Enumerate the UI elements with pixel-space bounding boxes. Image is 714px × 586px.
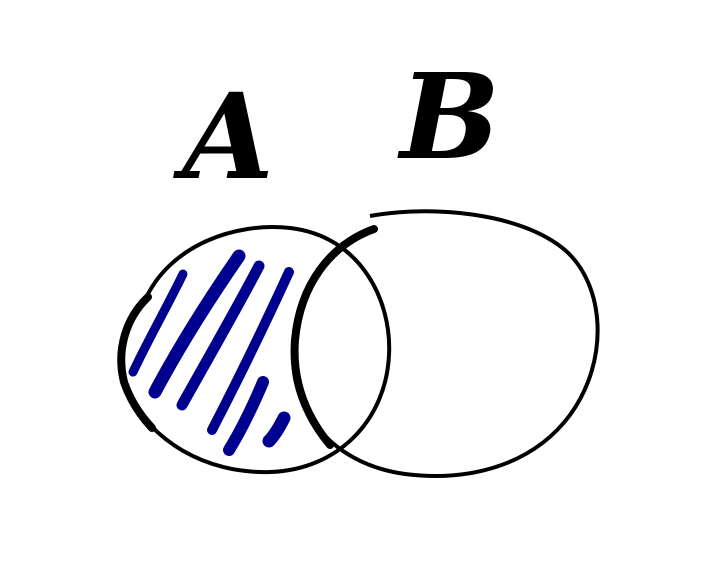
set-b-label: B xyxy=(397,47,500,186)
hatch-stroke-6 xyxy=(262,411,291,448)
set-a-label: A xyxy=(172,67,274,206)
set-a-circle xyxy=(117,225,392,475)
hatch-stroke-4 xyxy=(207,267,294,435)
shaded-region-a-only xyxy=(128,249,294,456)
hatch-stroke-5 xyxy=(223,376,269,456)
hatch-stroke-2 xyxy=(148,249,246,399)
set-b-outline-heavy-stroke xyxy=(290,225,378,449)
set-b-circle xyxy=(290,209,600,478)
hatch-stroke-3 xyxy=(176,260,265,411)
set-a-outline-heavy-stroke xyxy=(117,293,156,432)
hatch-stroke-1 xyxy=(128,269,188,377)
